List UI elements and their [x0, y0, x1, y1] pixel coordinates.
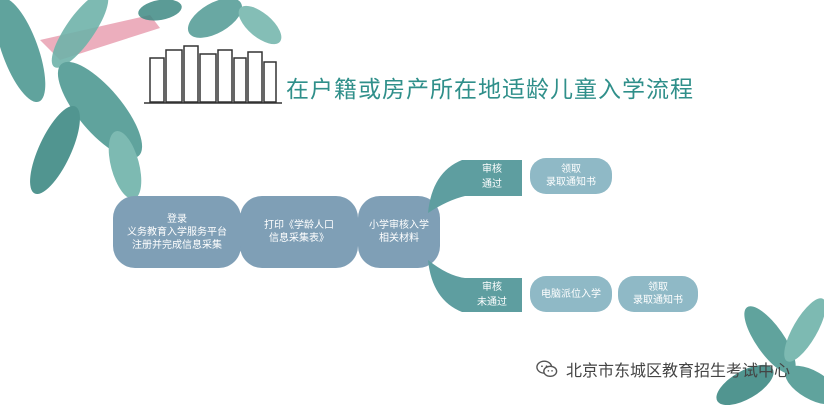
step-login-register: 登录 义务教育入学服务平台 注册并完成信息采集 [113, 196, 241, 268]
review-failed-line-2: 未通过 [477, 297, 507, 308]
books-illustration [144, 45, 282, 104]
review-failed-line-1: 审核 [482, 282, 502, 293]
step-1-line-3: 注册并完成信息采集 [132, 239, 222, 251]
step-school-review: 小学审核入学 相关材料 [358, 196, 440, 268]
review-passed-line-2: 通过 [482, 179, 502, 190]
step-1-line-2: 义务教育入学服务平台 [127, 226, 227, 238]
result-failed-notice-line-2: 录取通知书 [633, 295, 683, 306]
step-2-line-1: 打印《学龄人口 [264, 220, 334, 231]
review-passed-label: 审核 通过 [462, 158, 522, 196]
result-lottery-line-1: 电脑派位入学 [541, 288, 601, 300]
step-3-line-2: 相关材料 [379, 233, 419, 244]
result-computer-lottery: 电脑派位入学 [530, 276, 612, 312]
result-receive-admission-notice-failed: 领取 录取通知书 [618, 276, 698, 312]
result-receive-admission-notice-passed: 领取 录取通知书 [530, 158, 612, 194]
watermark: 北京市东城区教育招生考试中心 [536, 357, 790, 381]
leaf-cluster-top-left [0, 0, 143, 200]
leaf-cluster-top-center [138, 0, 282, 45]
watermark-text: 北京市东城区教育招生考试中心 [565, 361, 790, 380]
step-print-form: 打印《学龄人口 信息采集表》 [240, 196, 358, 268]
step-1-line-1: 登录 [167, 213, 187, 225]
page-title: 在户籍或房产所在地适龄儿童入学流程 [286, 77, 694, 103]
result-passed-line-2: 录取通知书 [546, 177, 596, 188]
review-passed-line-1: 审核 [482, 164, 502, 175]
review-failed-label: 审核 未通过 [462, 276, 522, 314]
leaf-cluster-bottom-right [716, 298, 824, 405]
step-2-line-2: 信息采集表》 [269, 233, 329, 244]
step-3-line-1: 小学审核入学 [369, 220, 429, 231]
wechat-icon [536, 360, 558, 378]
result-passed-line-1: 领取 [561, 164, 581, 175]
result-failed-notice-line-1: 领取 [648, 282, 668, 293]
